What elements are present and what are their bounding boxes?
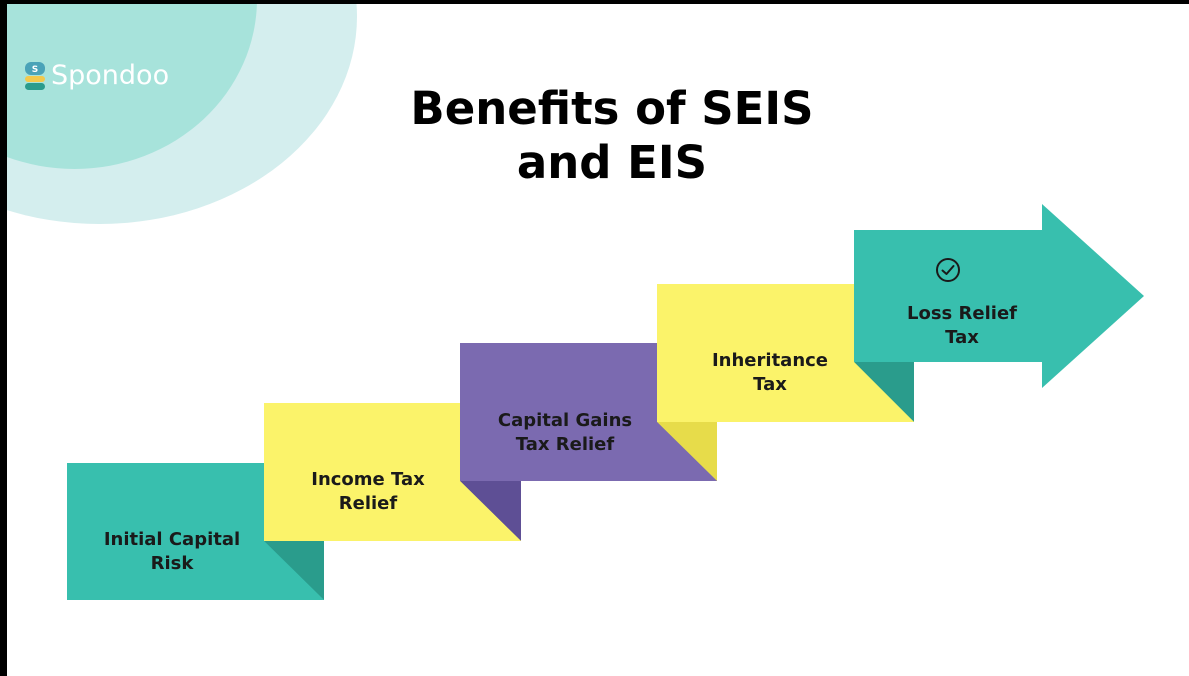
title-line-2: and EIS (516, 136, 708, 189)
step-5-label: Loss Relief Tax (887, 302, 1037, 350)
brand-logo: S Spondoo (24, 60, 169, 91)
step-2-fold-base (460, 481, 521, 541)
step-5-block (854, 230, 1042, 362)
page-title: Benefits of SEIS and EIS (337, 82, 887, 190)
step-3-label: Capital Gains Tax Relief (480, 409, 650, 457)
step-4-label-line-1: Inheritance (711, 350, 829, 371)
step-5-arrowhead (1042, 204, 1144, 388)
step-3-label-line-2: Tax Relief (515, 434, 615, 455)
step-4-fold-base (854, 362, 914, 422)
step-1-fold-base (264, 541, 324, 600)
spondoo-logo-icon: S (25, 61, 45, 90)
title-line-1: Benefits of SEIS (410, 82, 814, 135)
step-4-label-line-2: Tax (753, 374, 787, 395)
step-5-label-line-1: Loss Relief (907, 303, 1017, 324)
step-5-loss-relief-tax (854, 204, 1144, 422)
brand-name: Spondoo (51, 60, 170, 91)
step-2-label-line-2: Relief (338, 493, 398, 514)
step-3-label-line-1: Capital Gains (497, 410, 633, 431)
step-1-label-line-2: Risk (150, 553, 194, 574)
step-3-fold-base (657, 422, 717, 481)
step-1-label: Initial Capital Risk (97, 528, 247, 576)
slide: S Spondoo Benefits of SEIS and EIS (7, 4, 1189, 676)
step-2-label: Income Tax Relief (293, 468, 443, 516)
logo-glyph: S (32, 65, 38, 75)
step-4-label: Inheritance Tax (695, 349, 845, 397)
staircase-diagram (67, 204, 1144, 600)
step-2-label-line-1: Income Tax (311, 469, 425, 490)
step-5-label-line-2: Tax (945, 327, 979, 348)
step-1-label-line-1: Initial Capital (103, 529, 241, 550)
check-circle-icon (936, 258, 960, 282)
